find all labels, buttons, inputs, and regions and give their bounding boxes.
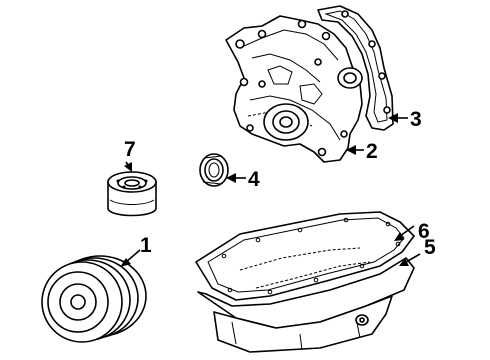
oil-filter [107, 171, 157, 217]
leader-lines [120, 113, 421, 267]
crankshaft-pulley [41, 255, 147, 343]
callout-6: 6 [418, 220, 430, 243]
oil-pan [197, 247, 415, 353]
callout-4: 4 [248, 168, 260, 191]
callout-2: 2 [366, 140, 378, 163]
timing-cover-gasket [317, 5, 394, 131]
oil-pan-gasket [195, 211, 415, 301]
front-seal [199, 153, 229, 187]
callout-7: 7 [124, 138, 136, 161]
callout-5: 5 [424, 236, 436, 259]
timing-cover [225, 15, 363, 163]
callout-1: 1 [140, 234, 152, 257]
callout-labels: 1 2 3 4 5 6 7 [124, 108, 436, 259]
callout-3: 3 [410, 108, 422, 131]
